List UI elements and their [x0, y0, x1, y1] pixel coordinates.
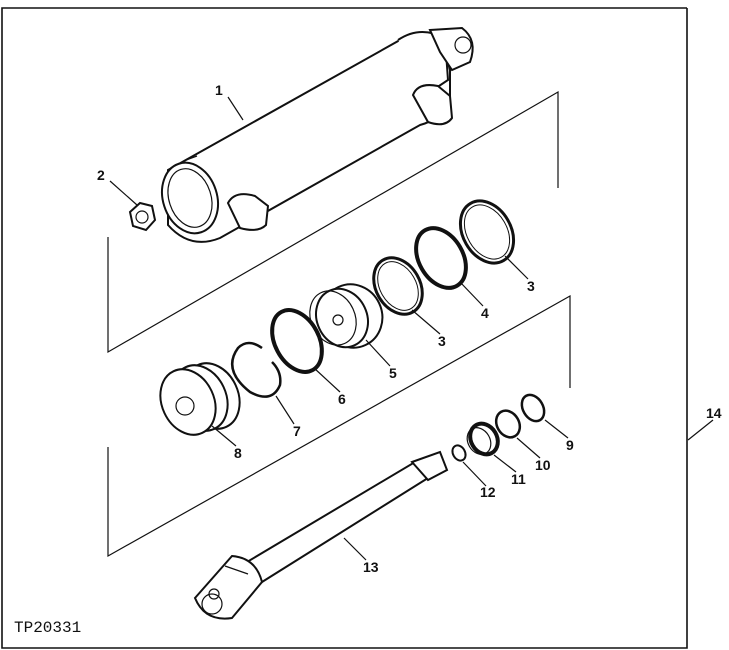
wiper-seal — [466, 421, 500, 457]
figure-id: TP20331 — [14, 619, 81, 637]
ring-12 — [451, 444, 467, 462]
backup-ring-right — [458, 199, 516, 265]
o-ring-4 — [414, 226, 468, 290]
label-7: 7 — [293, 423, 301, 439]
label-10: 10 — [535, 457, 551, 473]
ring-9 — [520, 393, 546, 423]
o-ring-6 — [270, 308, 324, 374]
label-2: 2 — [97, 167, 105, 183]
label-5: 5 — [389, 365, 397, 381]
label-14: 14 — [706, 405, 722, 421]
backup-ring-left — [372, 256, 424, 316]
lower-group-bracket — [107, 294, 571, 558]
label-8: 8 — [234, 445, 242, 461]
nut — [128, 201, 157, 232]
label-6: 6 — [338, 391, 346, 407]
label-13: 13 — [363, 559, 379, 575]
piston-rod — [193, 450, 449, 620]
snap-ring — [230, 341, 282, 398]
label-4: 4 — [481, 305, 489, 321]
label-1: 1 — [215, 82, 223, 98]
label-9: 9 — [566, 437, 574, 453]
diagram-frame — [1, 7, 688, 649]
cylinder-barrel — [161, 26, 474, 243]
ring-10 — [494, 409, 522, 439]
gland — [159, 362, 241, 436]
label-12: 12 — [480, 484, 496, 500]
upper-group-bracket — [107, 90, 559, 354]
piston — [309, 283, 384, 349]
label-3-left: 3 — [438, 333, 446, 349]
label-11: 11 — [511, 471, 526, 487]
label-3-right: 3 — [527, 278, 535, 294]
